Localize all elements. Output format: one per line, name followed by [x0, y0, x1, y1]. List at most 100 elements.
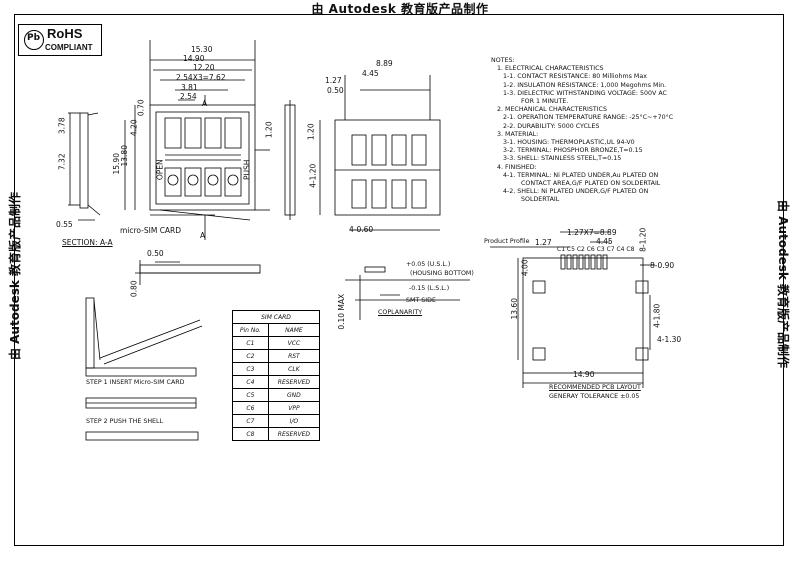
micro-sim-card-label: micro-SIM CARD	[120, 226, 182, 235]
dim-label: 14.90	[573, 370, 595, 379]
pb-mark: Pb	[27, 33, 41, 43]
dim-label: 0.80	[129, 280, 139, 298]
section-mark-top: A	[202, 99, 208, 108]
dim-label: 3.78	[57, 117, 67, 135]
section-mark-bottom: A	[200, 231, 206, 240]
table-cell: C4	[232, 375, 269, 389]
note-line: 1-2. INSULATION RESISTANCE: 1,000 Megohm…	[503, 81, 667, 89]
table-cell: RESERVED	[267, 375, 321, 389]
note-line: 1-3. DIELECTRIC WITHSTANDING VOLTAGE: 50…	[503, 89, 667, 97]
note-line: 3-3. SHELL: STAINLESS STEEL,T=0.15	[503, 155, 622, 163]
pb-free-icon	[24, 30, 44, 50]
lsl-label: -0.15 (L.S.L.)	[409, 285, 450, 292]
table-cell: VPP	[267, 401, 321, 415]
dim-label: 4-1.30	[657, 335, 682, 344]
product-profile-label: Product Profile	[484, 238, 530, 245]
dim-label: 1.20	[306, 123, 316, 141]
table-cell: I/O	[267, 414, 321, 428]
table-cell: C1	[232, 336, 269, 350]
note-line: 3. MATERIAL:	[497, 130, 539, 138]
dim-label: 4.20	[129, 119, 139, 137]
dim-label: 14.90	[183, 54, 205, 63]
dim-label: 4.45	[596, 237, 613, 246]
dim-label: 4.45	[362, 69, 379, 78]
note-line: 3-1. HOUSING: THERMOPLASTIC,UL 94-V0	[503, 139, 635, 147]
table-cell: VCC	[267, 336, 321, 350]
drawing-frame	[14, 14, 784, 546]
step1-label: STEP 1 INSERT Micro-SIM CARD	[86, 379, 185, 386]
note-line: 4. FINISHED:	[497, 163, 537, 171]
dim-label: 4.00	[520, 259, 530, 277]
note-line: FOR 1 MINUTE.	[521, 98, 569, 106]
dim-label: 4-0.60	[349, 225, 374, 234]
table-cell: CLK	[267, 362, 321, 376]
dim-label: 1.27	[325, 76, 342, 85]
table-cell: C3	[232, 362, 269, 376]
note-line: 2. MECHANICAL CHARACTERISTICS	[497, 106, 607, 114]
pin-labels: C1 C5 C2 C6 C3 C7 C4 C8	[557, 246, 635, 253]
note-line: SOLDERTAIL	[521, 196, 560, 204]
note-line: NOTES:	[491, 57, 515, 64]
table-cell: C7	[232, 414, 269, 428]
dim-label: 13.80	[119, 145, 129, 167]
dim-label: 7.32	[57, 153, 67, 171]
note-line: 4-2. SHELL: Ni PLATED UNDER,G/F PLATED O…	[503, 188, 649, 196]
table-header: NAME	[267, 323, 321, 337]
note-line: 2-1. OPERATION TEMPERATURE RANGE: -25°C~…	[503, 114, 674, 122]
note-line: 1-1. CONTACT RESISTANCE: 80 Milliohms Ma…	[503, 73, 647, 81]
coplanarity-title: COPLANARITY	[378, 309, 423, 316]
table-cell: RESERVED	[267, 427, 321, 441]
dim-label: 4-1.80	[652, 303, 662, 328]
open-label: OPEN	[155, 159, 165, 181]
dim-label: 0.55	[56, 220, 73, 229]
pcb-tolerance: GENERAY TOLERANCE ±0.05	[549, 393, 640, 400]
dim-label: 2.54	[180, 92, 197, 101]
table-cell: RST	[267, 349, 321, 363]
table-cell: C2	[232, 349, 269, 363]
dim-label: 13.60	[509, 298, 519, 320]
dim-label: 8-0.90	[650, 261, 675, 270]
rohs-subtitle: COMPLIANT	[45, 43, 93, 52]
rohs-badge: Pb RoHS COMPLIANT	[18, 24, 102, 56]
smt-side-label: SMT SIDE	[406, 297, 436, 304]
dim-label: 1.27	[535, 238, 552, 247]
dim-label: 4-1.20	[308, 163, 318, 188]
table-cell: C5	[232, 388, 269, 402]
dim-label: 3.81	[181, 83, 198, 92]
note-line: CONTACT AREA,G/F PLATED ON SOLDERTAIL	[521, 180, 661, 188]
note-line: 3-2. TERMINAL: PHOSPHOR BRONZE,T=0.15	[503, 147, 643, 155]
table-cell: C6	[232, 401, 269, 415]
note-line: 2-2. DURABILITY: 5000 CYCLES	[503, 122, 600, 130]
dim-label: 12.20	[193, 63, 215, 72]
sim-table-title: SIM CARD	[232, 310, 320, 324]
notes-block: NOTES: 1. ELECTRICAL CHARACTERISTICS 1-1…	[491, 57, 691, 205]
table-header: Pin No.	[232, 323, 269, 337]
dim-label: 0.70	[136, 99, 146, 117]
dim-label: 0.10 MAX	[337, 293, 347, 330]
dim-label: 0.50	[147, 249, 164, 258]
table-cell: GND	[267, 388, 321, 402]
usl-label: +0.05 (U.S.L.)	[406, 261, 451, 268]
banner-top: 由 Autodesk 教育版产品制作	[311, 2, 489, 16]
dim-label: 0.50	[327, 86, 344, 95]
note-line: 4-1. TERMINAL: Ni PLATED UNDER,Au PLATED…	[503, 171, 659, 179]
step2-label: STEP 2 PUSH THE SHELL	[86, 418, 164, 425]
pcb-layout-title: RECOMMENDED PCB LAYOUT	[549, 384, 641, 391]
dim-label: 8-1.20	[638, 227, 648, 252]
dim-label: 1.20	[264, 121, 274, 139]
table-cell: C8	[232, 427, 269, 441]
dim-label: 15.90	[111, 153, 121, 175]
dim-label: 1.27X7=8.89	[567, 228, 617, 237]
dim-label: 8.89	[376, 59, 393, 68]
dim-label: 2.54X3=7.62	[176, 73, 226, 82]
housing-bottom-label: (HOUSING BOTTOM)	[410, 270, 474, 277]
